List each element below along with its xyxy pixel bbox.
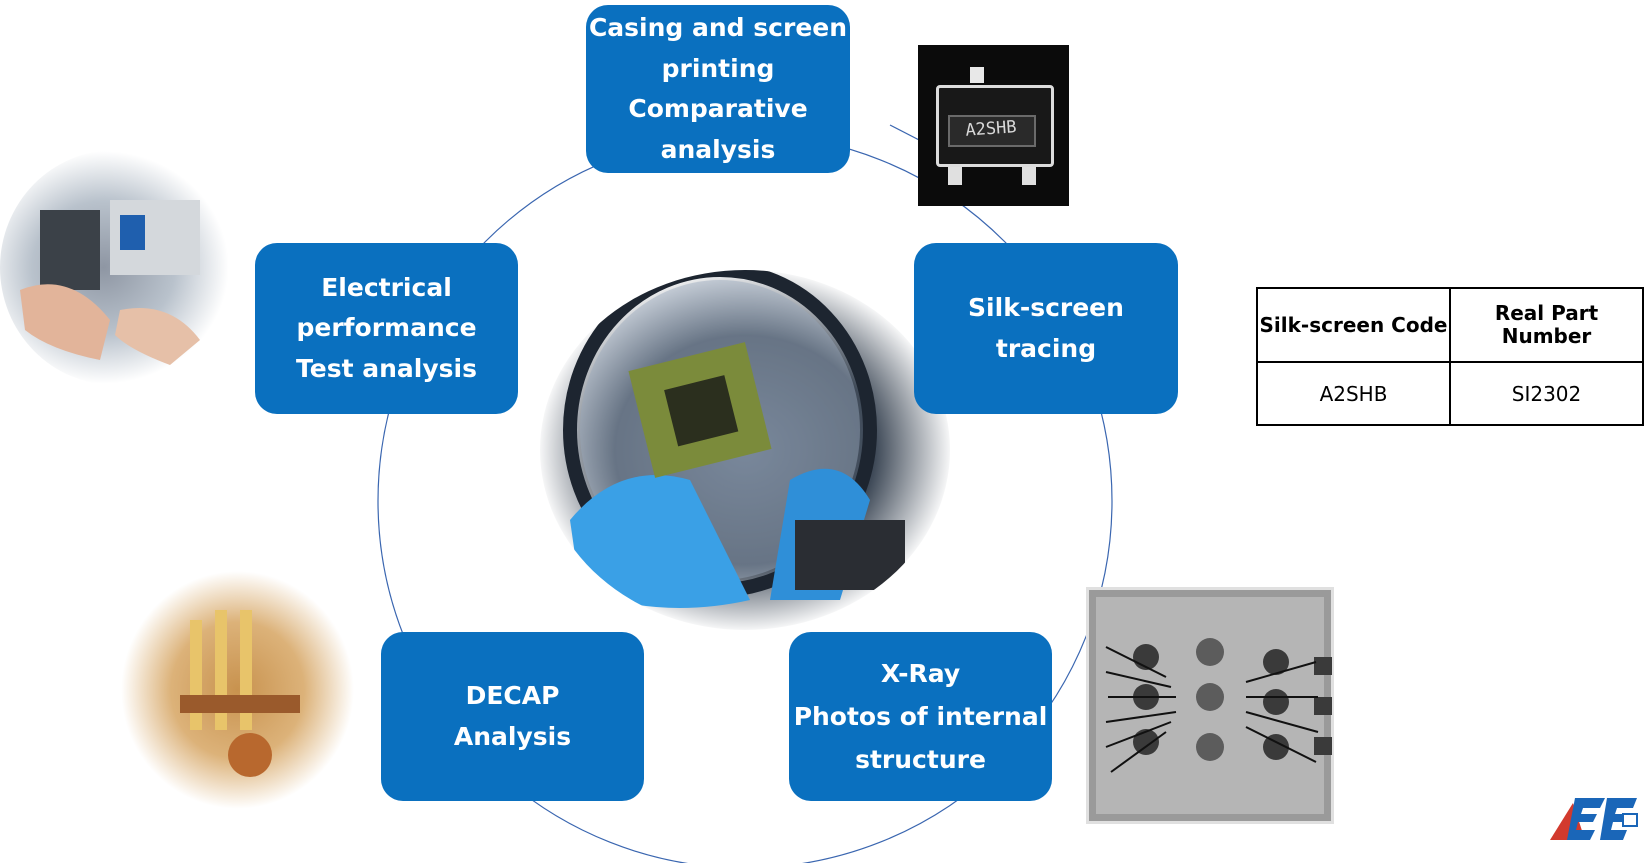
step-casing-line-4: analysis	[660, 134, 776, 164]
step-silk-line-2: tracing	[995, 333, 1097, 363]
step-decap-box: DECAP Analysis	[381, 632, 644, 801]
parts-table-cell-part: SI2302	[1449, 361, 1644, 426]
step-silk-box: Silk-screen tracing	[914, 243, 1178, 414]
step-silk-line-1: Silk-screen	[968, 293, 1124, 322]
parts-table-header-code: Silk-screen Code	[1256, 287, 1451, 363]
step-xray-line-3: structure	[855, 745, 986, 774]
parts-table: Silk-screen Code Real Part Number A2SHB …	[1256, 287, 1644, 426]
step-xray-line-1: X-Ray	[880, 659, 961, 688]
step-electrical-line-2: performance	[296, 313, 477, 343]
step-decap-line-2: Analysis	[453, 721, 572, 751]
parts-table-row: A2SHB SI2302	[1256, 361, 1644, 426]
parts-table-header-row: Silk-screen Code Real Part Number	[1256, 287, 1644, 363]
step-electrical-line-1: Electrical	[321, 272, 452, 302]
step-electrical-line-3: Test analysis	[296, 353, 477, 383]
step-electrical-box: Electrical performance Test analysis	[255, 243, 518, 414]
center-magnifier-photo	[540, 270, 950, 630]
step-casing-line-2: printing	[661, 53, 775, 83]
chip-marking-photo: A2SHB	[918, 45, 1069, 206]
step-xray-box: X-Ray Photos of internal structure	[789, 632, 1052, 801]
chip-marking-text: A2SHB	[964, 117, 1018, 141]
step-casing-box: Casing and screen printing Comparative a…	[586, 5, 850, 173]
xray-photo	[1083, 584, 1337, 827]
step-decap-line-1: DECAP	[465, 681, 560, 710]
step-casing-line-1: Casing and screen	[588, 13, 848, 42]
step-xray-line-2: Photos of internal	[793, 702, 1048, 731]
electrical-test-photo	[0, 150, 230, 385]
parts-table-cell-code: A2SHB	[1256, 361, 1451, 426]
logo-icon	[1545, 778, 1640, 848]
parts-table-header-part: Real Part Number	[1449, 287, 1644, 363]
step-casing-line-3: Comparative	[628, 94, 808, 123]
decap-photo	[120, 570, 355, 810]
